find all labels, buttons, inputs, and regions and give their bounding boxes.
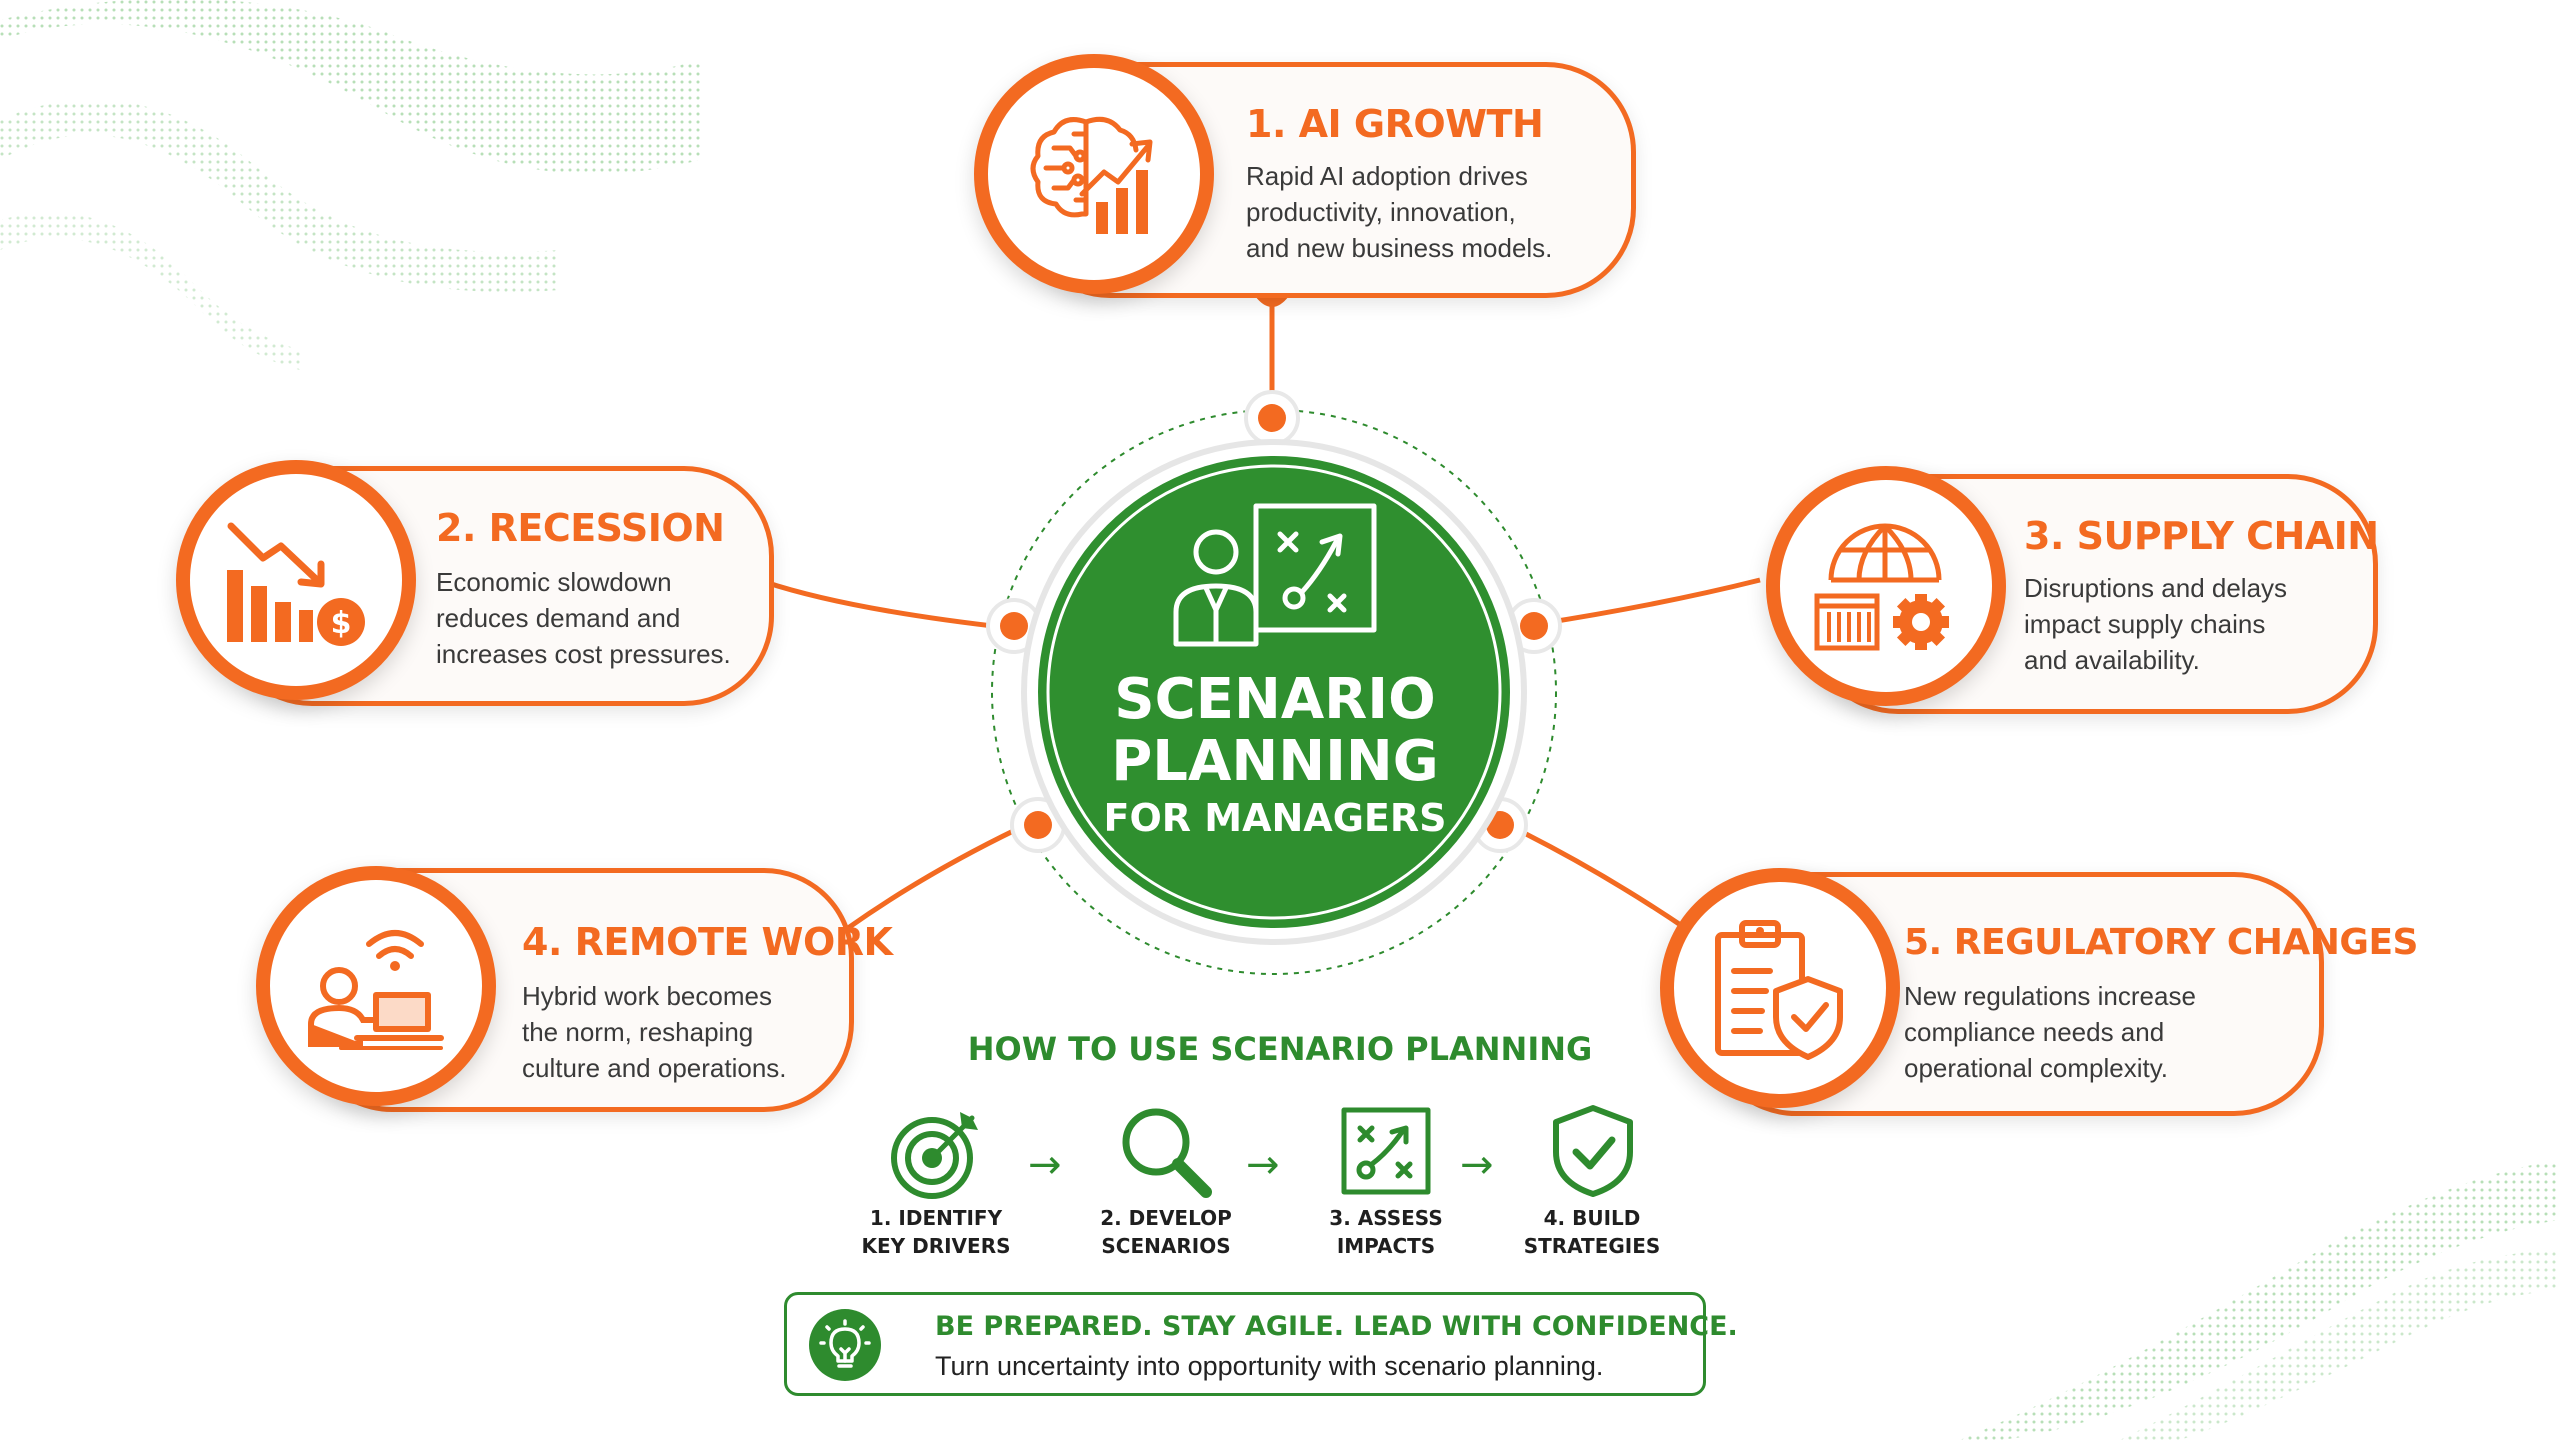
center-subtitle: FOR MANAGERS [1103, 796, 1447, 840]
scenario-title-ai-growth: 1. AI GROWTH [1246, 102, 1544, 146]
svg-text:$: $ [331, 606, 352, 641]
scenario-desc-remote-work: Hybrid work becomes the norm, reshaping … [522, 981, 787, 1083]
step-arrow-3: → [1460, 1142, 1494, 1188]
bottom-banner: BE PREPARED. STAY AGILE. LEAD WITH CONFI… [784, 1292, 1738, 1396]
magnifier-icon [1122, 1108, 1212, 1198]
lightbulb-icon [819, 1319, 871, 1368]
banner-icon-circle [809, 1309, 881, 1381]
scenario-title-regulatory-changes: 5. REGULATORY CHANGES [1904, 922, 2418, 963]
center-title-line1: SCENARIO [1114, 667, 1436, 732]
manager-strategy-board-icon [1173, 503, 1377, 647]
scenario-badge-remote-work [256, 866, 496, 1106]
scenario-desc-supply-chain: Disruptions and delays impact supply cha… [2024, 573, 2288, 675]
scenario-badge-ai-growth [974, 54, 1214, 294]
shield-check-icon [1553, 1105, 1633, 1197]
scenario-desc-ai-growth: Rapid AI adoption drives productivity, i… [1246, 161, 1553, 263]
center-title-line2: PLANNING [1111, 729, 1439, 794]
clipboard-shield-icon [1715, 920, 1843, 1060]
ai-brain-growth-icon [1030, 116, 1153, 234]
step-arrow-2: → [1246, 1142, 1280, 1188]
step-label-build: 4. BUILD STRATEGIES [1523, 1206, 1661, 1258]
scenario-badge-supply-chain [1766, 466, 2006, 706]
scenario-title-recession: 2. RECESSION [436, 506, 725, 550]
remote-worker-laptop-icon [308, 930, 444, 1050]
banner-headline: BE PREPARED. STAY AGILE. LEAD WITH CONFI… [935, 1311, 1738, 1342]
connector-node-right [1506, 598, 1562, 654]
step-arrow-1: → [1028, 1142, 1062, 1188]
connector-node-top [1244, 390, 1300, 446]
scenario-desc-regulatory-changes: New regulations increase compliance need… [1904, 981, 2196, 1083]
banner-subtext: Turn uncertainty into opportunity with s… [935, 1351, 1604, 1381]
step-label-develop: 2. DEVELOP SCENARIOS [1100, 1206, 1232, 1258]
strategy-board-icon [1341, 1107, 1431, 1195]
scenario-badge-regulatory-changes [1660, 868, 1900, 1108]
target-icon [891, 1112, 978, 1199]
scenario-title-supply-chain: 3. SUPPLY CHAIN [2024, 514, 2379, 558]
scenario-desc-recession: Economic slowdown reduces demand and inc… [436, 567, 731, 669]
scenario-title-remote-work: 4. REMOTE WORK [522, 920, 893, 964]
step-label-assess: 3. ASSESS IMPACTS [1329, 1206, 1443, 1258]
step-label-identify: 1. IDENTIFY KEY DRIVERS [861, 1206, 1011, 1258]
how-to-title: HOW TO USE SCENARIO PLANNING [967, 1030, 1593, 1068]
globe-container-gear-icon [1814, 523, 1949, 651]
connector-node-left [986, 598, 1042, 654]
scenario-badge-recession: $ [176, 460, 416, 700]
decorative-wave-top-left [0, 0, 700, 370]
declining-chart-dollar-icon: $ [227, 522, 365, 646]
decorative-wave-bottom-right [1960, 1160, 2560, 1440]
